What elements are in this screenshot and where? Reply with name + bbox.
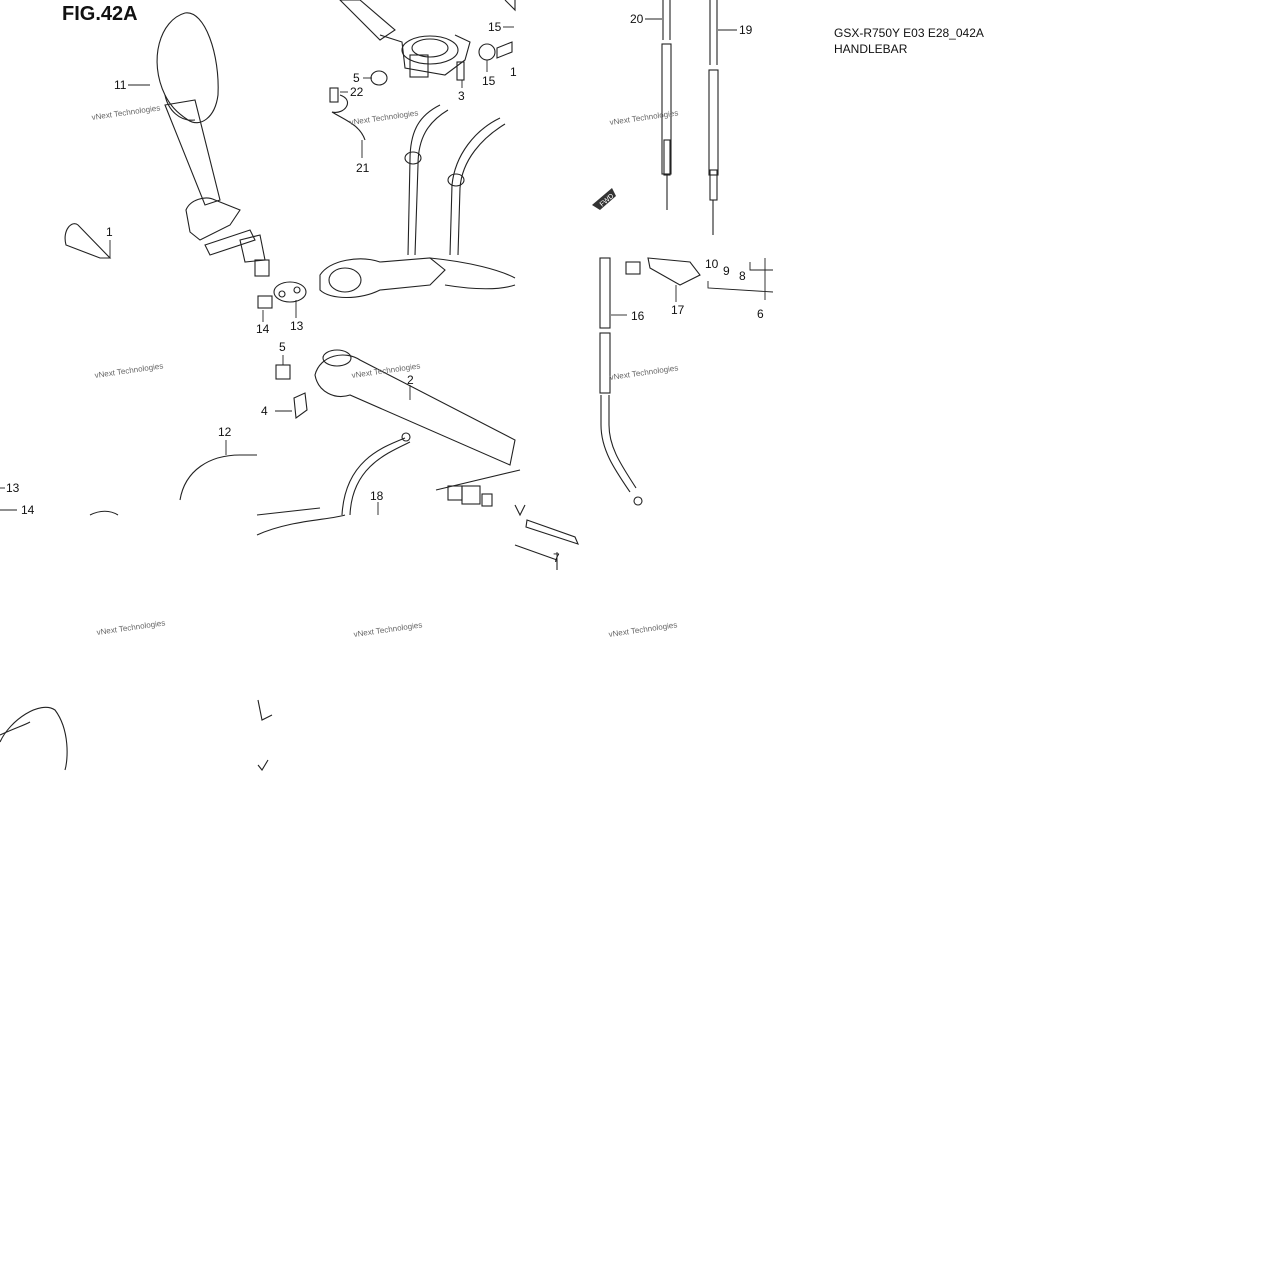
- watermark: vNext Technologies: [91, 103, 161, 122]
- callout-6: 6: [757, 307, 764, 321]
- figure-title: FIG.42A: [62, 3, 138, 25]
- lower-grip-group: [0, 432, 411, 771]
- callout-18: 18: [370, 489, 384, 503]
- callout-11: 11: [114, 78, 127, 92]
- callout-5-top: 5: [353, 71, 360, 85]
- callout-14-left: 14: [21, 503, 35, 517]
- callout-17: 17: [671, 303, 685, 317]
- callout-12: 12: [218, 425, 232, 439]
- callout-5-mid: 5: [279, 340, 286, 354]
- watermark: vNext Technologies: [96, 618, 166, 637]
- callout-16: 16: [631, 309, 645, 323]
- callout-22: 22: [350, 85, 364, 99]
- callout-8: 8: [739, 269, 746, 283]
- callout-14-mid: 14: [256, 322, 270, 336]
- watermark: vNext Technologies: [608, 620, 678, 639]
- cables-19-20: [661, 0, 719, 235]
- model-info: GSX-R750Y E03 E28_042A HANDLEBAR: [834, 25, 984, 57]
- callout-13-mid: 13: [290, 319, 304, 333]
- callout-1-top: 1: [510, 65, 517, 79]
- watermark: vNext Technologies: [349, 108, 419, 127]
- callout-19: 19: [739, 23, 753, 37]
- leader-lines: [0, 18, 737, 560]
- callout-4: 4: [261, 404, 268, 418]
- watermarks: vNext Technologies vNext Technologies vN…: [91, 103, 679, 639]
- watermark: vNext Technologies: [94, 361, 164, 380]
- left-grip-part: [64, 223, 112, 259]
- callout-20: 20: [630, 12, 644, 26]
- callout-9: 9: [723, 264, 730, 278]
- cable-16-bracket-17: [599, 257, 774, 506]
- section-name: HANDLEBAR: [834, 42, 908, 56]
- callout-numbers: 20 19 15 5 22 3 15 1 11 21 1 14 13 5 2 4…: [6, 12, 764, 565]
- callout-15-mid: 15: [482, 74, 496, 88]
- fwd-arrow-icon: FWD: [592, 188, 616, 210]
- right-hardware-group: [435, 469, 579, 570]
- throttle-housing-group: [254, 257, 516, 309]
- watermark: vNext Technologies: [353, 620, 423, 639]
- upper-handlebar-group: [329, 0, 516, 256]
- callout-2: 2: [407, 373, 414, 387]
- model-code: GSX-R750Y E03 E28_042A: [834, 26, 984, 40]
- callout-10: 10: [705, 257, 719, 271]
- watermark: vNext Technologies: [609, 363, 679, 382]
- callout-13-left: 13: [6, 481, 20, 495]
- mirror-part: [156, 12, 266, 263]
- callout-1-left: 1: [106, 225, 113, 239]
- callout-3: 3: [458, 89, 465, 103]
- callout-7: 7: [553, 551, 560, 565]
- callout-21: 21: [356, 161, 370, 175]
- watermark: vNext Technologies: [609, 108, 679, 127]
- callout-15-top: 15: [488, 20, 502, 34]
